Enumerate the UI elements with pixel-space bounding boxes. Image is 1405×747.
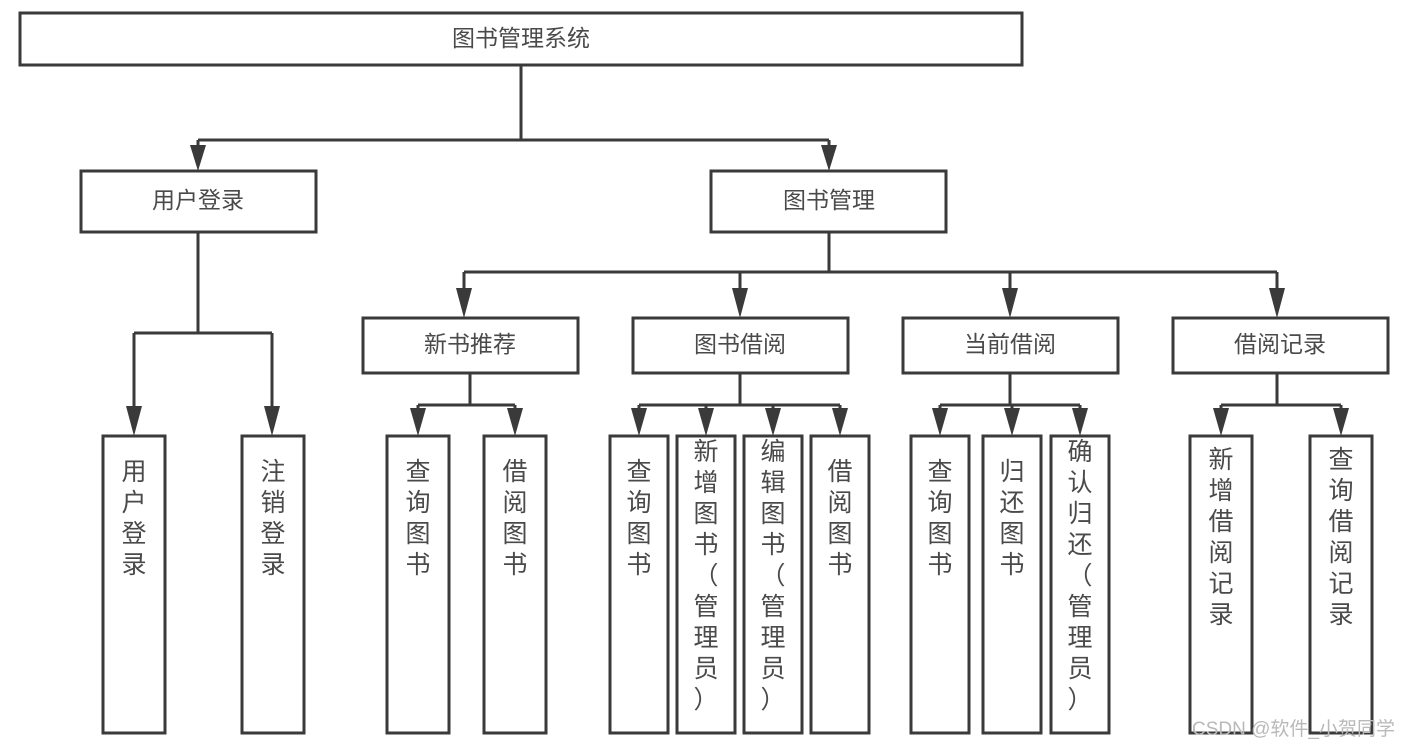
edges-newbook-to-leaves (410, 373, 523, 436)
leaf-query-borrow-record-box[interactable] (1308, 434, 1374, 735)
leaf-query-book-current-label: 查询图书 (927, 458, 952, 579)
new-book-recommend-box[interactable] (361, 316, 580, 375)
book-borrow-box[interactable] (631, 316, 850, 375)
arrow-borrowbook-leaf2 (698, 408, 714, 436)
leaf-return-book-label: 归还图书 (999, 458, 1024, 579)
arrow-borrowbook-leaf4 (832, 408, 848, 436)
arrow-newbook-leaf1 (410, 408, 426, 436)
leaf-user-login[interactable]: 用户登录 (101, 434, 167, 735)
leaf-borrow-book-newbook[interactable]: 借阅图书 (482, 434, 548, 735)
root-label: 图书管理系统 (452, 25, 590, 51)
book-borrow-label: 图书借阅 (694, 331, 786, 357)
leaf-add-book-admin[interactable]: 新增图书（管理员） (675, 434, 737, 735)
leaf-return-book[interactable]: 归还图书 (981, 434, 1043, 735)
arrow-newbook-leaf2 (507, 408, 523, 436)
node-borrow-record[interactable]: 借阅记录 (1171, 316, 1390, 375)
leaf-add-borrow-record-box[interactable] (1188, 434, 1254, 735)
leaf-query-book-newbook[interactable]: 查询图书 (385, 434, 451, 735)
leaf-query-book-current[interactable]: 查询图书 (909, 434, 971, 735)
edges-bookmgmt-to-level3 (456, 232, 1285, 318)
leaf-user-login-label: 用户登录 (121, 458, 146, 579)
leaf-query-book-borrow-label: 查询图书 (626, 458, 651, 579)
edges-borrowrecord-to-leaves (1213, 373, 1349, 436)
arrow-to-newbook (456, 288, 472, 318)
arrow-borrowrecord-leaf1 (1213, 408, 1229, 436)
arrow-borrowbook-leaf3 (765, 408, 781, 436)
new-book-recommend-label: 新书推荐 (424, 331, 516, 357)
node-book-management[interactable]: 图书管理 (709, 169, 948, 234)
book-management-box[interactable] (709, 169, 948, 234)
leaf-logout-label: 注销登录 (260, 458, 285, 579)
edges-root-to-level2 (190, 65, 837, 171)
leaf-borrow-book-label: 借阅图书 (827, 458, 852, 579)
arrow-currentborrow-leaf1 (932, 408, 948, 436)
user-login-label: 用户登录 (152, 187, 244, 213)
leaf-logout-box[interactable] (240, 434, 306, 735)
arrow-userlogin-leaf1 (126, 406, 142, 436)
root-box[interactable] (18, 11, 1024, 67)
user-login-box[interactable] (79, 169, 318, 234)
leaf-confirm-return-admin[interactable]: 确认归还（管理员） (1049, 434, 1111, 735)
leaf-edit-book-admin-label: 编辑图书（管理员） (760, 438, 785, 714)
arrow-borrowrecord-leaf2 (1333, 408, 1349, 436)
arrow-currentborrow-leaf2 (1004, 408, 1020, 436)
edges-borrowbook-to-leaves (631, 373, 848, 436)
arrow-to-userlogin (190, 145, 206, 171)
leaf-return-book-box[interactable] (981, 434, 1043, 735)
current-borrow-box[interactable] (901, 316, 1120, 375)
leaf-add-borrow-record[interactable]: 新增借阅记录 (1188, 434, 1254, 735)
leaf-borrow-book-newbook-box[interactable] (482, 434, 548, 735)
node-book-borrow[interactable]: 图书借阅 (631, 316, 850, 375)
borrow-record-label: 借阅记录 (1234, 331, 1326, 357)
arrow-currentborrow-leaf3 (1072, 408, 1088, 436)
leaf-confirm-return-admin-label: 确认归还（管理员） (1067, 438, 1092, 714)
leaf-query-borrow-record[interactable]: 查询借阅记录 (1308, 434, 1374, 735)
current-borrow-label: 当前借阅 (964, 331, 1056, 357)
arrow-to-bookmgmt (821, 145, 837, 171)
leaf-query-book-newbook-box[interactable] (385, 434, 451, 735)
arrow-to-borrowrecord (1269, 288, 1285, 318)
node-user-login[interactable]: 用户登录 (79, 169, 318, 234)
arrow-borrowbook-leaf1 (631, 408, 647, 436)
leaf-edit-book-admin-box[interactable] (742, 434, 804, 735)
leaf-user-login-box[interactable] (101, 434, 167, 735)
leaf-logout[interactable]: 注销登录 (240, 434, 306, 735)
arrow-to-borrowbook (732, 288, 748, 318)
leaf-query-borrow-record-label: 查询借阅记录 (1328, 446, 1353, 629)
leaf-query-book-newbook-label: 查询图书 (405, 458, 430, 579)
leaf-query-book-borrow-box[interactable] (608, 434, 670, 735)
edges-currentborrow-to-leaves (932, 373, 1088, 436)
book-management-label: 图书管理 (783, 187, 875, 213)
node-current-borrow[interactable]: 当前借阅 (901, 316, 1120, 375)
csdn-watermark: CSDN @软件_小贺同学 (1192, 719, 1395, 740)
leaf-query-book-current-box[interactable] (909, 434, 971, 735)
leaf-borrow-book[interactable]: 借阅图书 (809, 434, 871, 735)
leaf-edit-book-admin[interactable]: 编辑图书（管理员） (742, 434, 804, 735)
node-new-book-recommend[interactable]: 新书推荐 (361, 316, 580, 375)
leaf-add-book-admin-label: 新增图书（管理员） (693, 438, 718, 714)
leaf-add-book-admin-box[interactable] (675, 434, 737, 735)
arrow-to-currentborrow (1002, 288, 1018, 318)
borrow-record-box[interactable] (1171, 316, 1390, 375)
arrow-userlogin-leaf2 (264, 406, 280, 436)
node-root-system[interactable]: 图书管理系统 (18, 11, 1024, 67)
leaf-borrow-book-box[interactable] (809, 434, 871, 735)
leaf-confirm-return-admin-box[interactable] (1049, 434, 1111, 735)
edges-userlogin-to-leaves (126, 232, 280, 436)
leaf-query-book-borrow[interactable]: 查询图书 (608, 434, 670, 735)
leaf-borrow-book-newbook-label: 借阅图书 (502, 458, 527, 579)
leaf-add-borrow-record-label: 新增借阅记录 (1208, 446, 1233, 629)
